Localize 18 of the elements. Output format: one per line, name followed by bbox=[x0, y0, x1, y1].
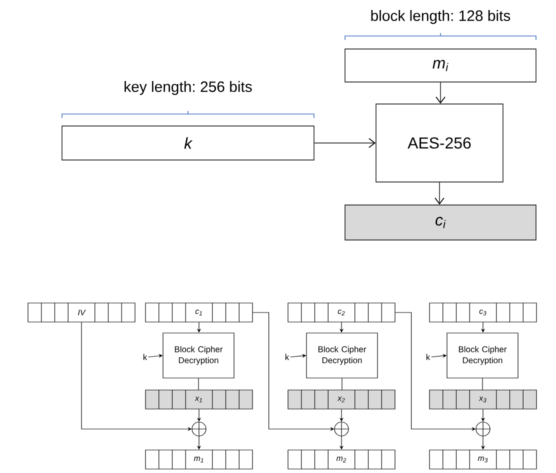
key-label: k bbox=[285, 354, 290, 360]
dimension-label: key length: 256 bits bbox=[124, 81, 252, 95]
key-label: k bbox=[426, 354, 430, 360]
cipher-box: Block Cipher Decryption bbox=[162, 332, 234, 378]
xor-symbol bbox=[334, 421, 350, 437]
block-box: AES-256 bbox=[376, 104, 504, 182]
arrow bbox=[436, 82, 446, 104]
xor-symbol bbox=[191, 421, 207, 437]
arrow bbox=[314, 138, 376, 148]
dimension-label: block length: 128 bits bbox=[371, 10, 510, 24]
block-box: m$_{i}$ bbox=[344, 48, 536, 82]
arrow bbox=[434, 182, 444, 205]
block-box: k bbox=[62, 126, 314, 160]
cipher-box: Block Cipher Decryption bbox=[306, 332, 378, 378]
block-box: c$_{i}$ bbox=[344, 204, 536, 240]
cipher-box: Block Cipher Decryption bbox=[446, 332, 518, 378]
xor-symbol bbox=[475, 421, 491, 437]
key-label: k bbox=[143, 354, 148, 360]
